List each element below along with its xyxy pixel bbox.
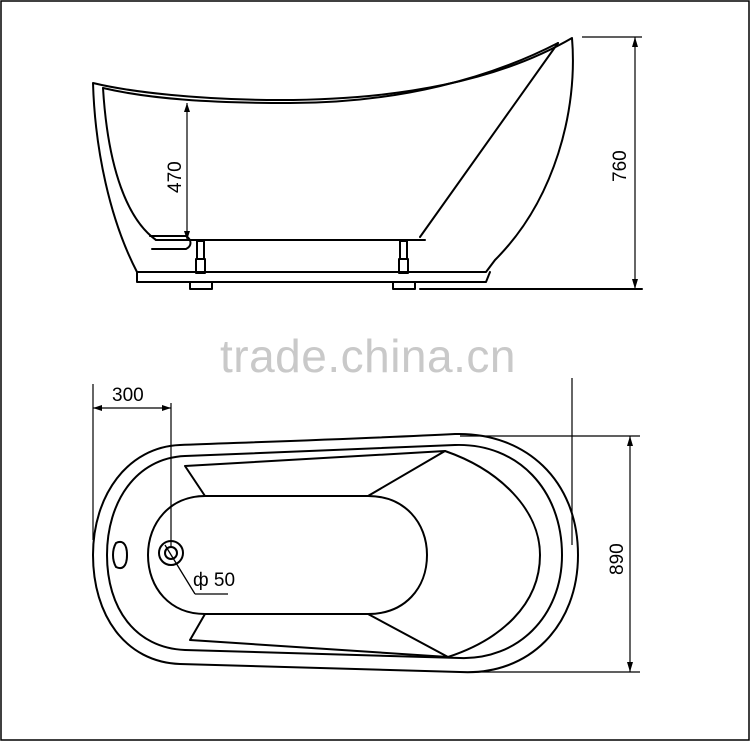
leg-left xyxy=(189,240,213,290)
top-view: ф 50 300 890 xyxy=(92,378,640,674)
drain-overflow xyxy=(149,235,192,250)
tub-outer-shell xyxy=(92,37,574,273)
tub-basin xyxy=(147,495,428,615)
tub-rim-line xyxy=(102,42,559,104)
drain-offset-label: 300 xyxy=(112,385,144,406)
facet-head-end xyxy=(444,450,541,658)
overflow-slot xyxy=(112,540,128,570)
width-label: 890 xyxy=(607,543,628,575)
water-depth-label: 470 xyxy=(165,161,186,193)
leg-right xyxy=(392,240,416,290)
facet-lower xyxy=(189,613,449,658)
tub-backrest xyxy=(419,42,559,238)
tub-base xyxy=(136,271,491,283)
tub-inner-wall xyxy=(102,87,157,241)
drain-diameter-label: ф 50 xyxy=(193,570,235,591)
side-view: 760 470 xyxy=(92,36,643,290)
dimension-water-depth: 470 xyxy=(165,103,190,240)
tub-outer-contour xyxy=(92,432,579,674)
tub-rim-contour xyxy=(106,443,563,660)
drain-leader xyxy=(164,544,196,595)
dimension-width: 890 xyxy=(460,378,640,673)
dimension-drain-offset: 300 xyxy=(92,384,172,548)
height-label: 760 xyxy=(610,150,631,182)
facet-upper xyxy=(184,450,446,497)
watermark-text: trade.china.cn xyxy=(220,330,516,382)
dimension-height: 760 xyxy=(582,36,642,289)
